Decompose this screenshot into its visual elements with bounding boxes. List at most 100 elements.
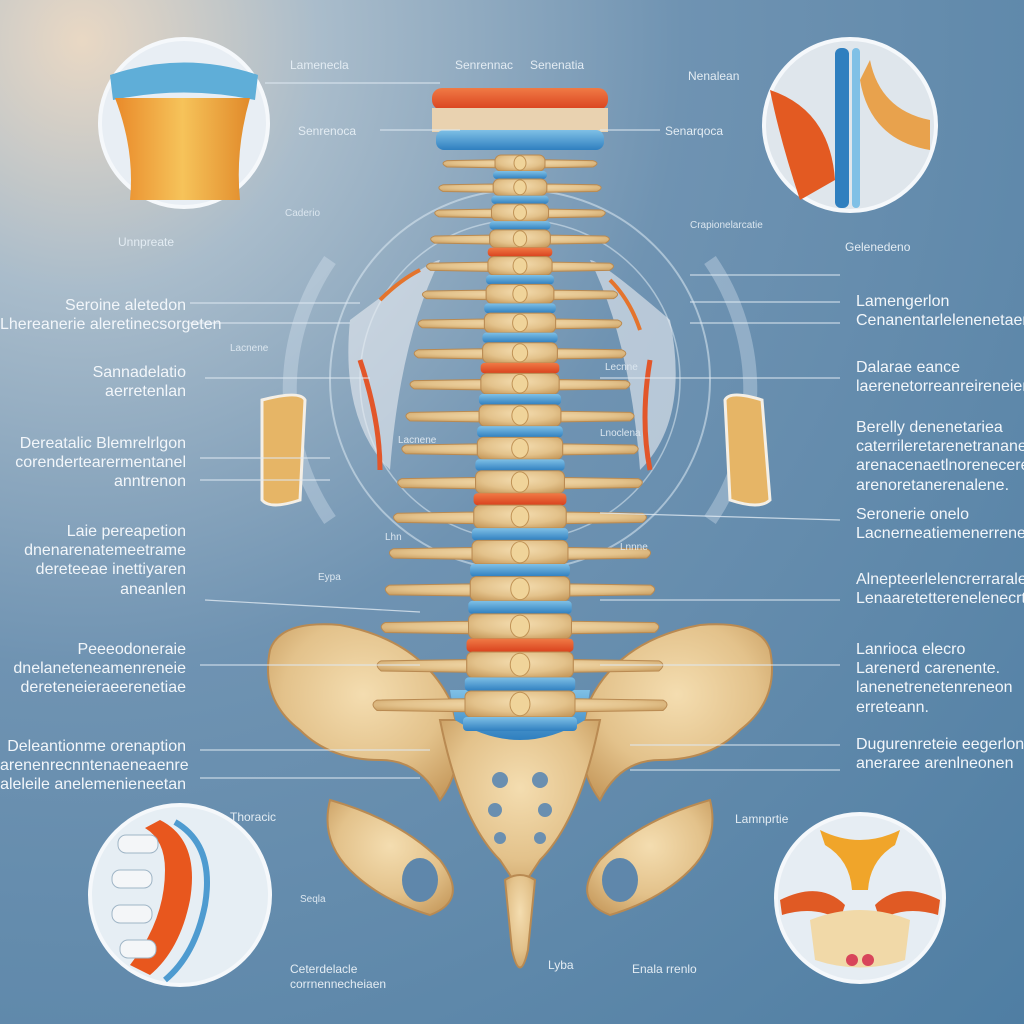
label-bottom-caption-2: corrnennecheiaen <box>290 977 387 991</box>
lens-top-right <box>762 37 938 213</box>
label-top-right: Nenalean <box>688 69 740 83</box>
right-callout-4: Seronerie onelo Lacnerneatiemenerrenente… <box>856 505 1024 543</box>
transverse-process <box>426 261 614 272</box>
left-callout-2: Sannadelatio aerretenlan <box>0 363 186 401</box>
right-callout-6: Lanrioca elecro Larenerd carenente. lane… <box>856 640 1013 717</box>
right-callout-3-text3: arenoretanerenalene. <box>856 476 1010 494</box>
left-cross-section <box>260 260 440 507</box>
spine-column <box>372 154 668 731</box>
spinous-process <box>510 577 530 601</box>
spinous-process <box>512 284 528 303</box>
transverse-process <box>409 379 631 391</box>
label-right-upper: Gelenedeno <box>845 240 911 254</box>
label-thoracic: Thoracic <box>230 810 277 824</box>
intervertebral-disc <box>466 638 574 652</box>
left-callout-1-title: Seroine aletedon <box>65 297 186 314</box>
left-callout-3-text2: anntrenon <box>113 473 186 491</box>
intervertebral-disc <box>493 171 547 179</box>
spinous-process <box>511 343 529 363</box>
left-callout-6-title: Deleantionme orenaption <box>7 738 186 755</box>
left-callout-3: Dereatalic Blemrelrlgon corendertearerme… <box>0 434 186 492</box>
right-callout-4-text: Lacnerneatiemenerrenenten <box>856 525 1024 543</box>
left-callout-5: Peeeodoneraie dnelaneteneamenreneie dere… <box>0 640 186 698</box>
leader-lines <box>190 82 841 779</box>
label-left-tiny-1: Lacnene <box>230 343 269 354</box>
left-callout-6-text2: aleleile anelemenieneetan <box>0 776 186 794</box>
transverse-process <box>376 659 664 673</box>
right-callout-6-title: Lanrioca elecro <box>856 641 966 658</box>
intervertebral-disc <box>477 426 563 438</box>
intervertebral-disc <box>489 221 551 230</box>
left-callout-4-title: Laie pereapetion <box>66 523 186 540</box>
spinous-process <box>510 505 530 528</box>
intervertebral-disc <box>464 677 576 691</box>
intervertebral-disc <box>487 247 553 257</box>
right-callout-5: Alnepteerlelencrerrarale Lenaaretetteren… <box>856 570 1024 608</box>
right-callout-1-title: Lamengerlon <box>856 293 950 310</box>
right-callout-3-text2: arenacenaetlnoreneceren <box>856 457 1024 475</box>
transverse-process <box>393 511 647 525</box>
left-callout-5-text2: dereteneieraeerenetiae <box>20 679 186 697</box>
right-callout-7: Dugurenreteie eegerlon aneraree arenlneo… <box>856 735 1024 773</box>
left-callout-6: Deleantionme orenaption arenenrecnntenae… <box>0 737 189 795</box>
right-callout-6-text: Larenerd carenente. <box>856 660 1001 678</box>
right-callout-3-title: Berelly denenetariea <box>856 419 1003 436</box>
lens-top-left <box>98 37 270 209</box>
intervertebral-disc <box>468 600 572 614</box>
left-callout-6-text: arenenrecnntenaeneaenre <box>0 757 189 775</box>
left-callout-5-title: Peeeodoneraie <box>77 641 186 658</box>
intervertebral-disc <box>480 362 560 374</box>
spinous-process <box>511 373 529 394</box>
left-callout-4-text2: dereteeae inettiyaren <box>35 561 186 579</box>
label-left-tiny-3: Lhn <box>385 532 402 543</box>
intervertebral-disc <box>463 717 577 731</box>
spinous-process <box>511 437 529 459</box>
lens-bottom-left <box>88 803 272 987</box>
right-callout-1: Lamengerlon Cenanentarlelenenetaentre <box>856 292 1024 330</box>
intervertebral-disc <box>484 303 556 314</box>
right-callout-2-title: Dalarae eance <box>856 359 961 376</box>
spinous-process <box>509 614 531 638</box>
right-callout-5-text: Lenaaretetterenelenecrteel <box>856 590 1024 608</box>
spinous-process <box>513 155 527 171</box>
spinous-process <box>513 179 527 196</box>
right-callout-7-title: Dugurenreteie eegerlon <box>856 736 1024 753</box>
left-callout-3-title: Dereatalic Blemrelrlgon <box>19 435 186 452</box>
right-callout-4-title: Seronerie onelo <box>856 506 969 523</box>
transverse-process <box>397 476 643 490</box>
label-right-tiny-1: Lecnne <box>605 362 638 373</box>
right-cross-section <box>590 260 772 507</box>
intervertebral-disc <box>475 459 565 471</box>
label-lyba: Lyba <box>548 958 574 972</box>
spinous-process <box>513 204 527 221</box>
transverse-process <box>421 289 619 301</box>
transverse-process <box>388 546 652 560</box>
spinous-process <box>512 257 528 275</box>
transverse-process <box>372 698 668 713</box>
spinous-process <box>510 471 530 493</box>
transverse-process <box>384 583 656 597</box>
label-top-left-sub: Senrenoca <box>298 124 357 138</box>
right-callout-1-text: Cenanentarlelenenetaentre <box>856 312 1024 330</box>
label-top-center-3: Senenatia <box>530 58 585 72</box>
spinous-process <box>509 691 531 717</box>
intervertebral-disc <box>491 195 549 204</box>
label-right-tiny-3: Lnnne <box>620 542 648 553</box>
spinous-process <box>512 230 528 248</box>
right-callout-5-title: Alnepteerlelencrerrarale <box>856 571 1024 588</box>
top-vertebral-body <box>432 88 608 150</box>
left-callout-1: Seroine aletedon Lhereanerie aleretinecs… <box>0 296 221 334</box>
label-right-tiny-2: Lnoclena <box>600 428 641 439</box>
intervertebral-disc <box>470 564 570 577</box>
transverse-process <box>434 208 606 219</box>
spinous-process <box>512 313 528 333</box>
left-callout-4-text3: aneanlen <box>120 580 186 598</box>
left-callout-4-text: dnenarenatemeetrame <box>24 542 186 560</box>
spinous-process <box>511 405 529 426</box>
left-callout-2-title: Sannadelatio <box>92 364 186 381</box>
label-center-left-small: Caderio <box>285 208 321 219</box>
label-enala: Enala rrenlo <box>632 962 697 976</box>
left-callout-2-text: aerretenlan <box>105 383 186 401</box>
label-left-tiny-2: Lacnene <box>398 435 437 446</box>
